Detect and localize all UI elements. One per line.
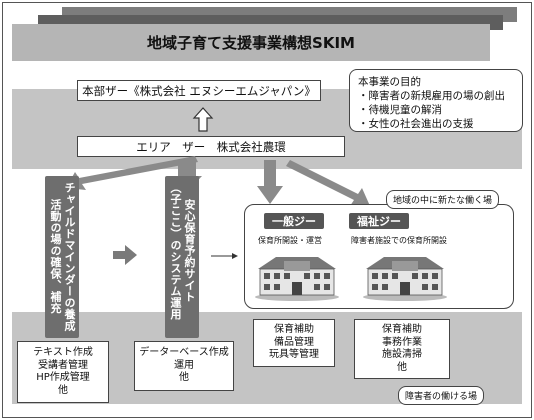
new-workplace-text: 地域の中に新たな働く場 (393, 196, 493, 206)
task-item: 運用 (174, 359, 194, 371)
left-tasks-box: テキスト作成 受講者管理 HP作成管理 他 (17, 341, 109, 403)
task-item: 保育補助 (274, 324, 314, 336)
building-illustration (255, 257, 339, 301)
general-franchise-label: 一般ジー (272, 215, 316, 228)
childminder-text: チャイルドマインダーの養成 活動の場の確保、補充 (48, 182, 76, 332)
building-illustration (363, 257, 447, 301)
task-item: HP作成管理 (36, 372, 90, 383)
general-tasks-box: 保育補助 備品管理 玩具等管理 (253, 319, 335, 367)
title-banner: 地域子育て支援事業構想SKIM (12, 24, 490, 61)
purpose-heading: 本事業の目的 (358, 76, 421, 88)
task-item: 他 (179, 372, 189, 384)
task-item: テキスト作成 (33, 347, 93, 358)
childminder-line: チャイルドマインダーの養成 (63, 182, 76, 332)
reservation-system-bar: 安心保育予約サイト （子ここ）のシステム運用 (165, 176, 199, 338)
welfare-franchise-label: 福祉ジー (357, 215, 401, 228)
general-franchise-desc: 保育所開設・運営 (258, 236, 322, 245)
task-item: データーベース作成 (139, 347, 229, 359)
task-item: 玩具等管理 (269, 349, 319, 361)
reservation-system-line: 安心保育予約サイト (183, 199, 196, 303)
reservation-system-text: 安心保育予約サイト （子ここ）のシステム運用 (168, 182, 196, 320)
task-item: 他 (397, 361, 407, 373)
childminder-line: 活動の場の確保、補充 (49, 199, 62, 315)
task-item: 施設清掃 (382, 349, 422, 360)
disabled-workplace-label: 障害者の働ける場 (398, 386, 485, 405)
task-item: 保育補助 (382, 324, 422, 335)
headquarters-label: 本部ザー《株式会社 エヌシーエムジャパン》 (82, 83, 316, 98)
reservation-system-line: （子ここ）のシステム運用 (169, 182, 182, 320)
page-title: 地域子育て支援事業構想SKIM (147, 34, 355, 52)
task-item: 備品管理 (274, 336, 314, 348)
purpose-box: 本事業の目的 ・障害者の新規雇用の場の創出 ・待機児童の解消 ・女性の社会進出の… (349, 69, 523, 132)
task-item: 事務作業 (382, 336, 422, 348)
new-workplace-label: 地域の中に新たな働く場 (386, 190, 500, 209)
purpose-item: ・女性の社会進出の支援 (358, 118, 474, 130)
area-franchise-box: エリア ザー 株式会社農環 (77, 136, 345, 157)
general-franchise-pill: 一般ジー (264, 213, 324, 229)
purpose-item: ・待機児童の解消 (358, 104, 442, 116)
welfare-franchise-pill: 福祉ジー (349, 213, 409, 229)
purpose-item: ・障害者の新規雇用の場の創出 (358, 90, 505, 102)
task-item: 他 (58, 384, 68, 396)
middle-tasks-box: データーベース作成 運用 他 (134, 341, 234, 391)
disabled-workplace-text: 障害者の働ける場 (405, 392, 478, 402)
welfare-franchise-desc: 障害者施設での保育所開設 (351, 236, 447, 245)
welfare-tasks-box: 保育補助 事務作業 施設清掃 他 (354, 319, 450, 379)
area-franchise-label: エリア ザー 株式会社農環 (136, 139, 286, 154)
task-item: 受講者管理 (38, 359, 88, 371)
childminder-bar: チャイルドマインダーの養成 活動の場の確保、補充 (45, 176, 79, 338)
headquarters-box: 本部ザー《株式会社 エヌシーエムジャパン》 (77, 80, 321, 101)
